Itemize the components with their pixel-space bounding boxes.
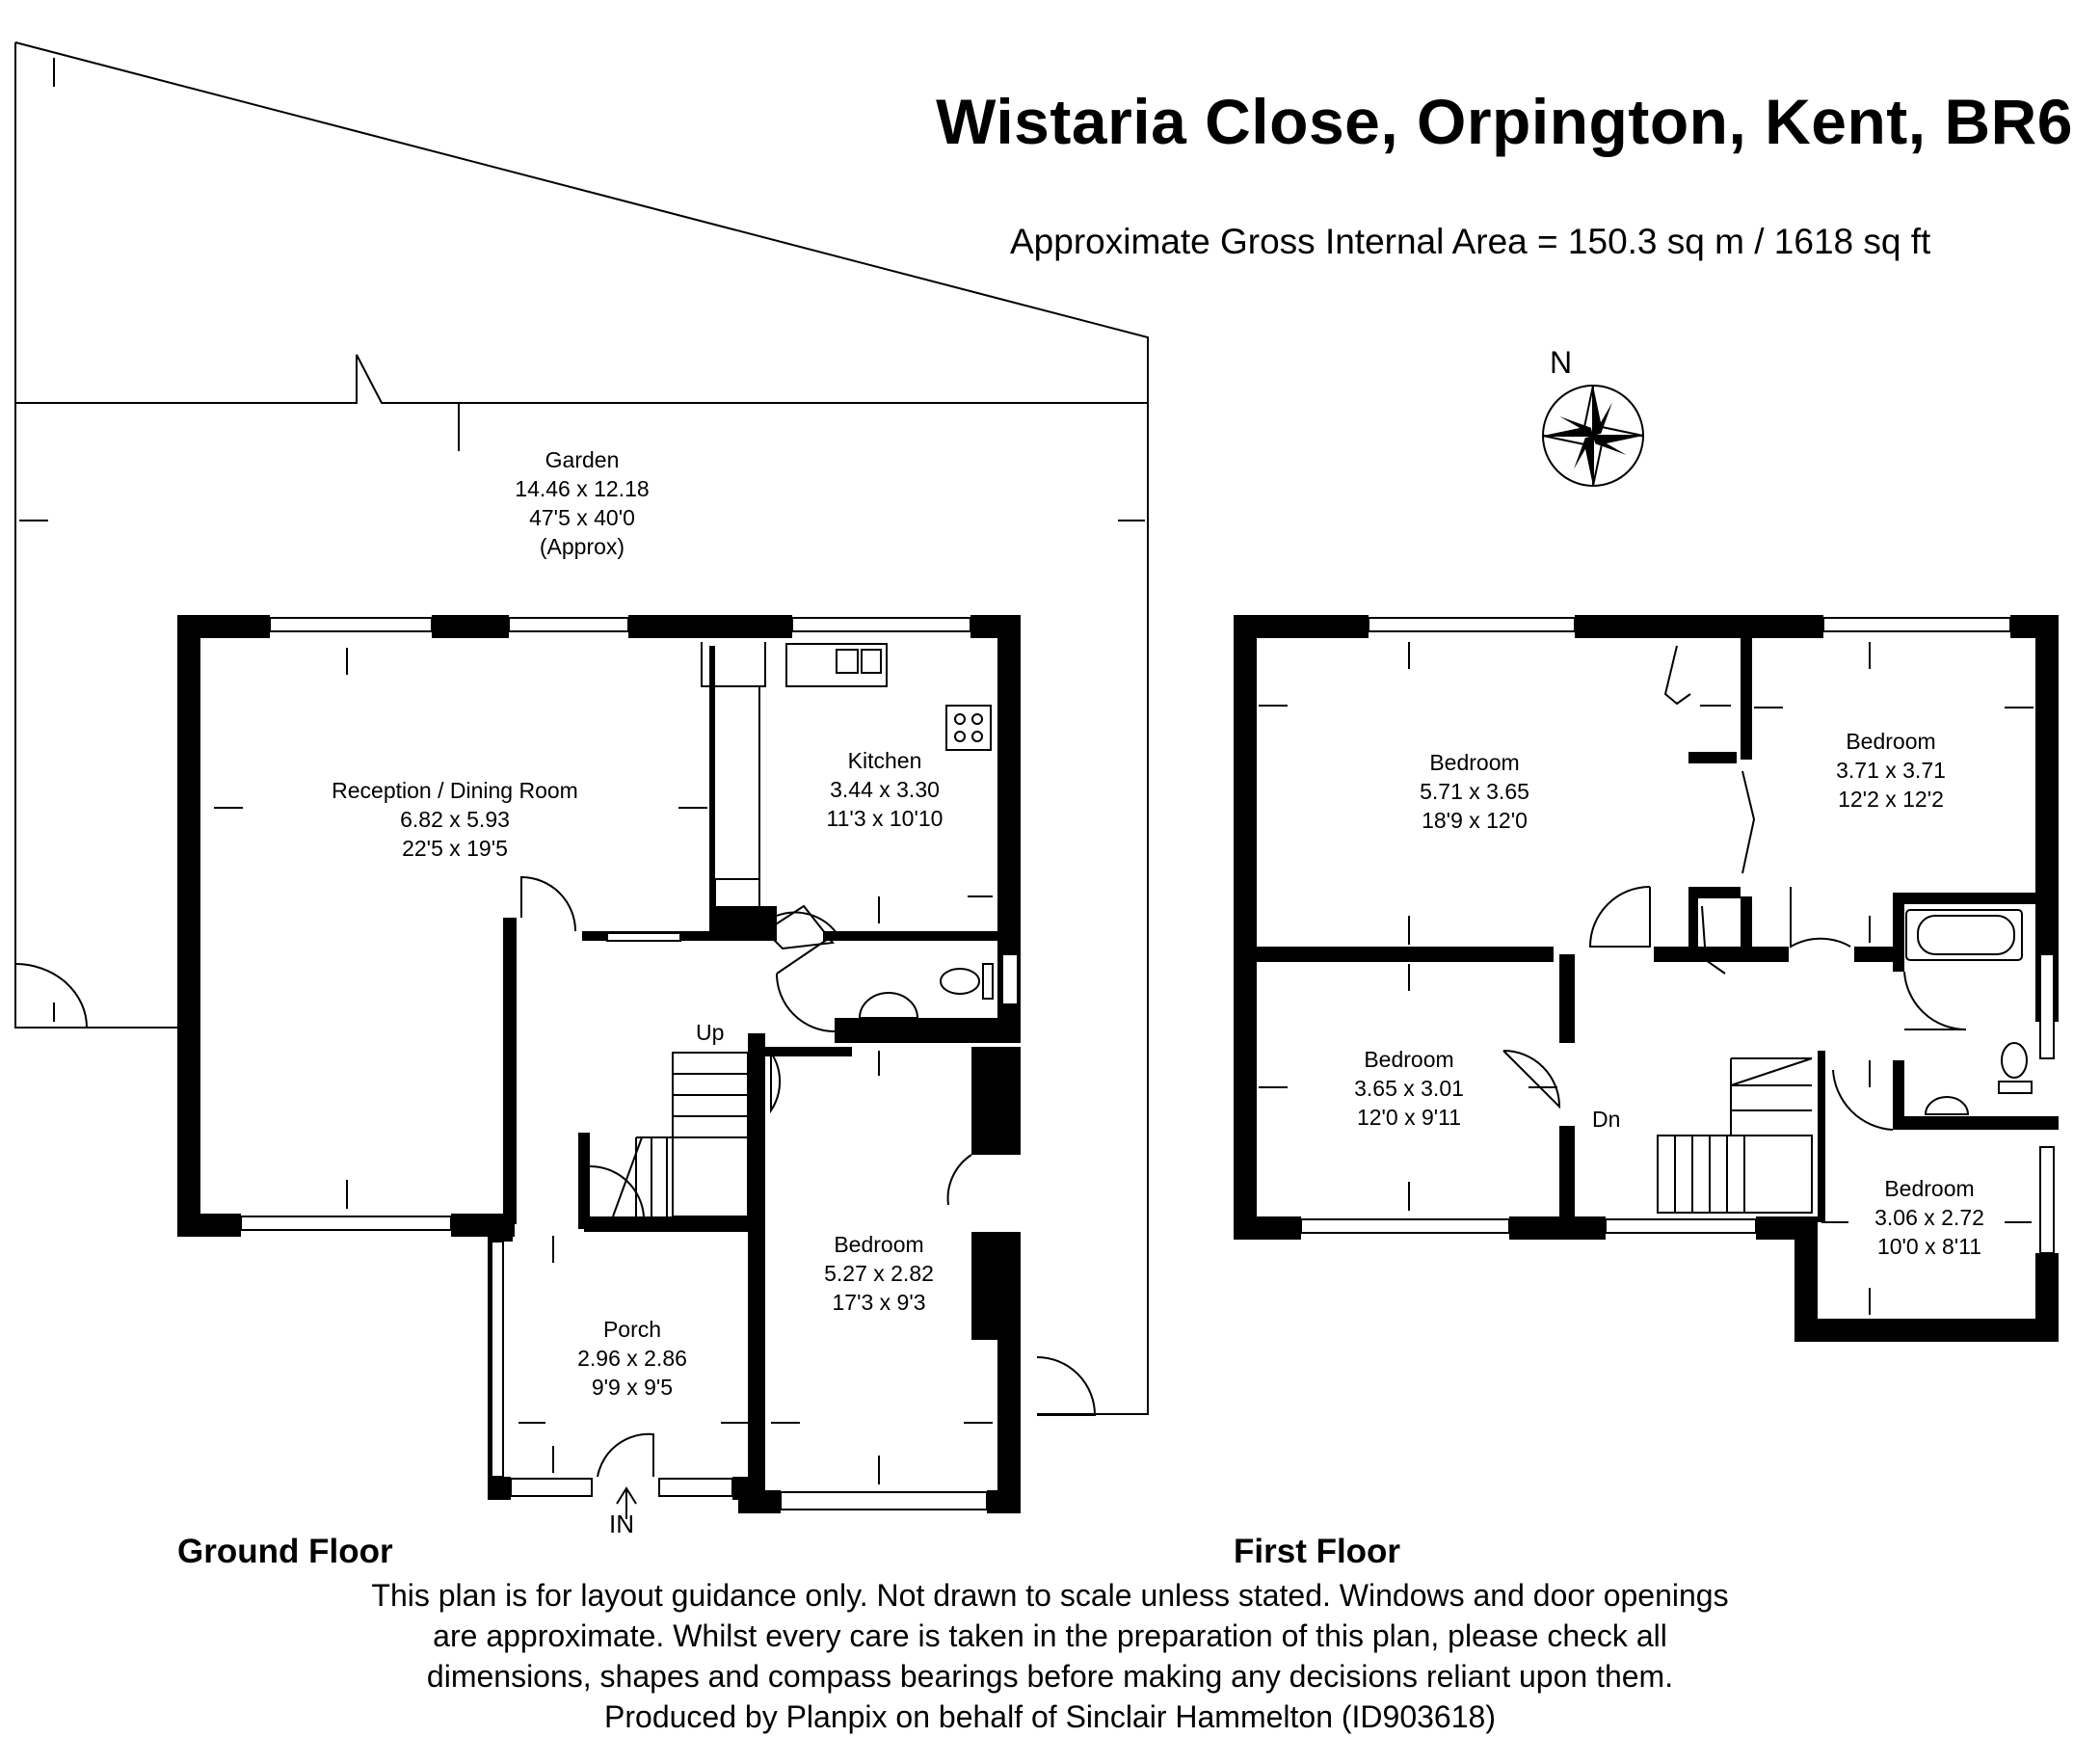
first-floor-fixtures bbox=[1502, 645, 2033, 1214]
room-metric: 3.71 x 3.71 bbox=[1836, 758, 1946, 783]
ground-floor-windows bbox=[240, 617, 1019, 1510]
room-imperial: 18'9 x 12'0 bbox=[1422, 808, 1528, 833]
disclaimer: This plan is for layout guidance only. N… bbox=[0, 1575, 2100, 1737]
gross-internal-area: Approximate Gross Internal Area = 150.3 … bbox=[1010, 222, 1931, 261]
compass-north-label: N bbox=[1550, 345, 1573, 380]
compass-rose-icon bbox=[1542, 385, 1644, 487]
room-name: Bedroom bbox=[834, 1232, 924, 1257]
room-name: Porch bbox=[602, 1317, 662, 1342]
room-name: Bedroom bbox=[1884, 1176, 1975, 1201]
room-first-bedroom-2: Bedroom 3.71 x 3.71 12'2 x 12'2 bbox=[1836, 727, 1946, 814]
room-metric: 3.44 x 3.30 bbox=[830, 777, 940, 802]
room-name: Kitchen bbox=[847, 748, 922, 773]
room-imperial: 17'3 x 9'3 bbox=[832, 1290, 926, 1315]
room-reception-dining: Reception / Dining Room 6.82 x 5.93 22'5… bbox=[332, 776, 578, 863]
ground-floor-dimension-ticks bbox=[214, 648, 993, 1484]
ground-floor-fixtures bbox=[520, 642, 1097, 1519]
room-metric: 6.82 x 5.93 bbox=[400, 807, 510, 832]
garden-label: Garden 14.46 x 12.18 47'5 x 40'0 (Approx… bbox=[515, 445, 649, 561]
ground-floor-label: Ground Floor bbox=[177, 1533, 393, 1570]
room-porch: Porch 2.96 x 2.86 9'9 x 9'5 bbox=[577, 1315, 687, 1402]
room-name: Bedroom bbox=[1429, 750, 1520, 775]
room-metric: 3.65 x 3.01 bbox=[1354, 1076, 1464, 1101]
room-metric: 14.46 x 12.18 bbox=[515, 476, 650, 501]
room-metric: 5.27 x 2.82 bbox=[824, 1261, 934, 1286]
room-name: Garden bbox=[545, 447, 620, 472]
room-first-bedroom-1: Bedroom 5.71 x 3.65 18'9 x 12'0 bbox=[1420, 748, 1529, 835]
first-floor-label: First Floor bbox=[1234, 1533, 1401, 1570]
room-metric: 3.06 x 2.72 bbox=[1874, 1205, 1984, 1230]
room-kitchen: Kitchen 3.44 x 3.30 11'3 x 10'10 bbox=[827, 746, 944, 833]
room-imperial: 47'5 x 40'0 bbox=[529, 505, 635, 530]
disclaimer-line: This plan is for layout guidance only. N… bbox=[371, 1578, 1729, 1613]
stairs-down-label: Dn bbox=[1592, 1107, 1621, 1132]
room-first-bedroom-4: Bedroom 3.06 x 2.72 10'0 x 8'11 bbox=[1874, 1174, 1984, 1261]
disclaimer-line: Produced by Planpix on behalf of Sinclai… bbox=[604, 1699, 1496, 1734]
room-first-bedroom-3: Bedroom 3.65 x 3.01 12'0 x 9'11 bbox=[1354, 1045, 1464, 1132]
room-note: (Approx) bbox=[539, 534, 625, 559]
stairs-up-label: Up bbox=[696, 1020, 725, 1045]
room-imperial: 10'0 x 8'11 bbox=[1876, 1234, 1982, 1259]
room-metric: 5.71 x 3.65 bbox=[1420, 779, 1529, 804]
room-name: Bedroom bbox=[1846, 729, 1936, 754]
room-ground-bedroom: Bedroom 5.27 x 2.82 17'3 x 9'3 bbox=[824, 1230, 934, 1317]
property-title: Wistaria Close, Orpington, Kent, BR6 bbox=[936, 86, 2073, 157]
entrance-label: IN bbox=[609, 1510, 634, 1538]
disclaimer-line: dimensions, shapes and compass bearings … bbox=[426, 1659, 1674, 1694]
room-imperial: 9'9 x 9'5 bbox=[591, 1375, 674, 1400]
room-name: Bedroom bbox=[1364, 1047, 1454, 1072]
room-imperial: 11'3 x 10'10 bbox=[826, 806, 944, 831]
room-name: Reception / Dining Room bbox=[332, 778, 578, 803]
room-imperial: 12'2 x 12'2 bbox=[1838, 787, 1944, 812]
room-imperial: 22'5 x 19'5 bbox=[402, 836, 508, 861]
first-floor-dimension-ticks bbox=[1259, 642, 2034, 1315]
room-metric: 2.96 x 2.86 bbox=[577, 1346, 687, 1371]
first-floor-walls bbox=[1234, 615, 2059, 1342]
first-floor-windows bbox=[1300, 617, 2055, 1254]
disclaimer-line: are approximate. Whilst every care is ta… bbox=[433, 1618, 1667, 1653]
room-imperial: 12'0 x 9'11 bbox=[1356, 1105, 1462, 1130]
